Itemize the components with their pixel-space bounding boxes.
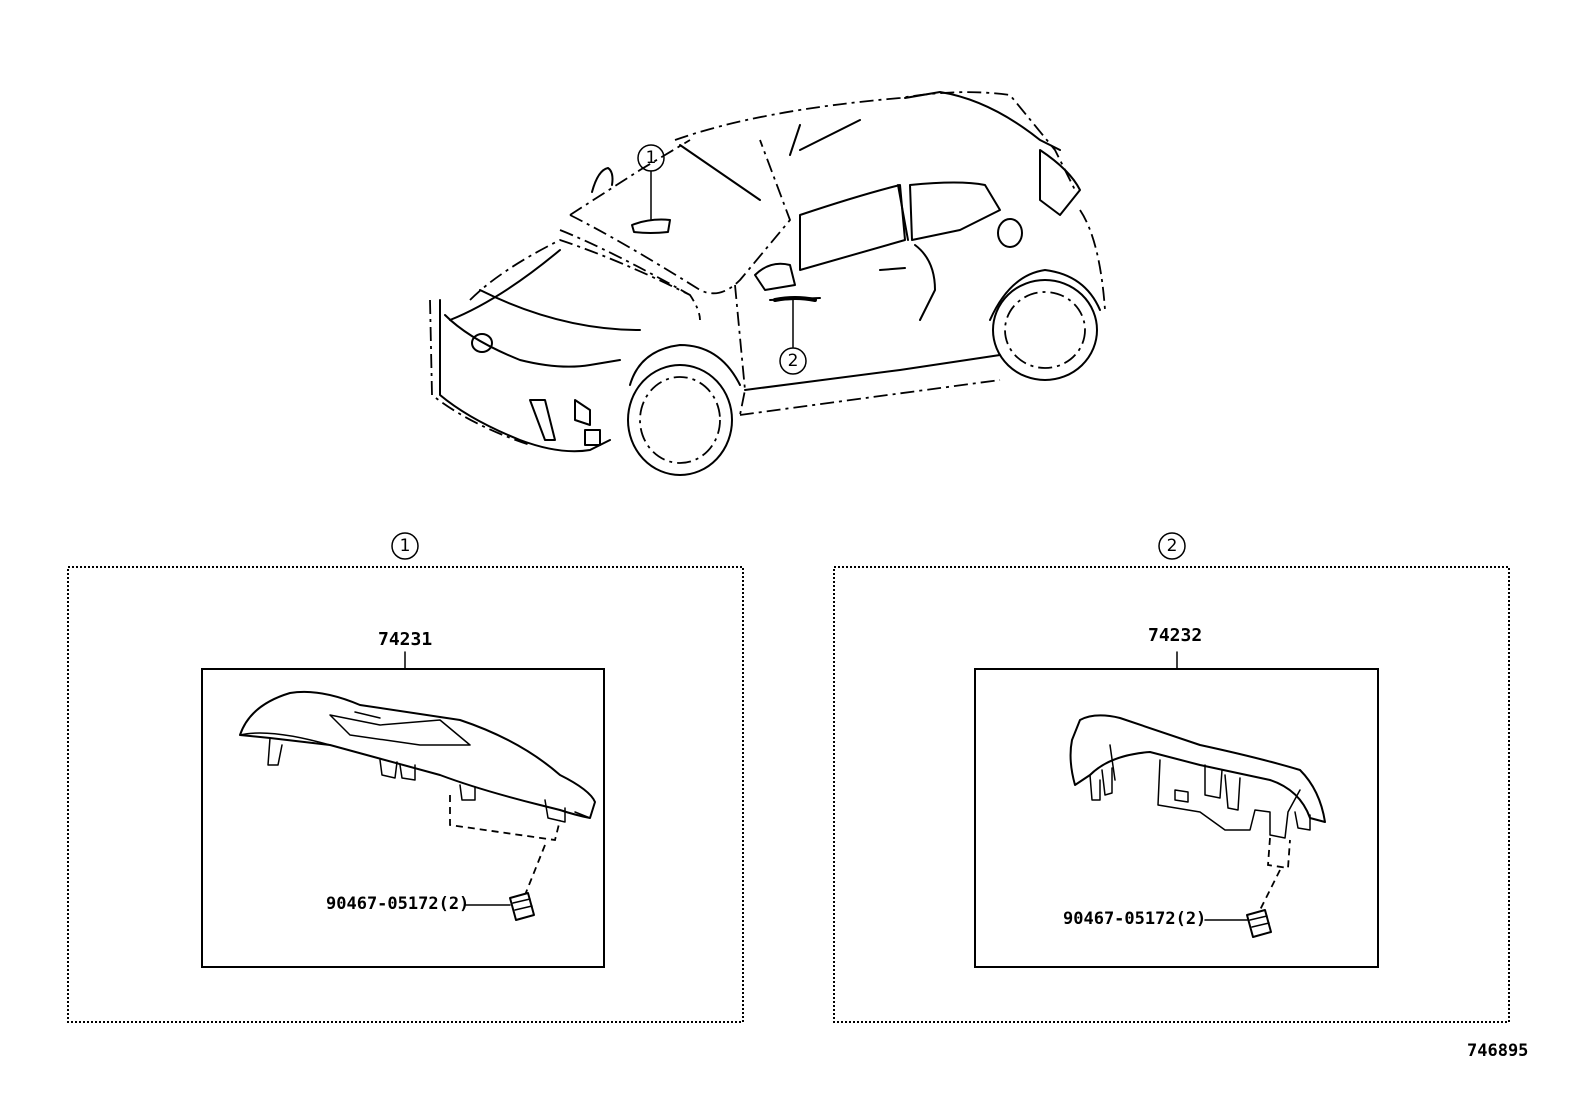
car-callout-1: 1 [645,148,657,168]
panel-1-callout-number: 1 [399,536,411,556]
panel-1-outer-box [67,566,744,1023]
panel-2-part-number: 74232 [1148,625,1203,646]
drawing-id: 746895 [1467,1041,1529,1061]
part-74232-drawing [1069,714,1326,938]
panel-2-fastener-label: 90467-05172(2) [1063,909,1207,929]
panel-2 [833,532,1510,1023]
panel-2-outer-box [833,566,1510,1023]
car-callout-2: 2 [787,351,799,371]
panel-2-callout-circle [1158,532,1186,560]
panel-2-callout-number: 2 [1166,536,1178,556]
panel-1-part-number: 74231 [378,629,433,650]
panel-1 [67,532,744,1023]
part-74231-drawing [239,690,596,921]
car-illustration [429,91,1106,476]
panel-1-callout-circle [391,532,419,560]
callout-circle-car-2 [779,347,807,375]
callout-circle-car-1 [637,144,665,172]
panel-1-inner-box [201,668,605,968]
panel-1-fastener-label: 90467-05172(2) [326,894,470,914]
